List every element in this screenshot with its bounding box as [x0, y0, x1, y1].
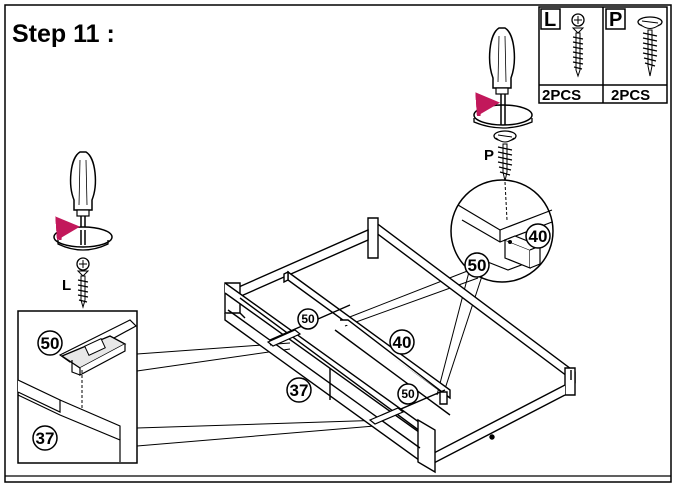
screw-guide-line: [504, 181, 508, 221]
frame-callouts: 50 40 37 50: [286, 308, 419, 405]
screwdriver-left: [53, 151, 113, 251]
hardware-l-quantity: 2PCS: [542, 87, 581, 104]
callout-frame-top-right: 50: [468, 256, 487, 275]
drawer-frame: [224, 217, 576, 474]
hardware-box: L 2PCS P 2PCS: [538, 6, 668, 104]
callout-frame-top-right-circle: [464, 252, 490, 278]
frame-brackets: [266, 329, 405, 425]
pan-head-screw-icon: [637, 16, 663, 77]
hardware-p-quantity: 2PCS: [611, 87, 650, 104]
rotation-arrow-right: [475, 92, 500, 117]
callout-inset-left-top: 50: [41, 334, 60, 353]
screw-label-p: P: [484, 147, 494, 164]
flat-head-screw-icon: [571, 13, 585, 78]
callout-frame-board-left: 50: [301, 312, 315, 326]
callout-frame-board-right: 50: [401, 387, 415, 401]
callout-inset-right: 40: [529, 227, 548, 246]
callout-frame-board-mid: 40: [393, 333, 412, 352]
screw-l-icon: [76, 257, 90, 309]
hardware-letter-p: P: [609, 9, 622, 31]
screw-label-l: L: [62, 277, 71, 294]
leader-lines-left: [136, 342, 388, 447]
hardware-letter-l: L: [544, 9, 556, 31]
step-title: Step 11 :: [12, 20, 115, 48]
screwdriver-right: [473, 27, 533, 129]
screw-p-icon: [493, 130, 517, 182]
callout-frame-front: 37: [290, 381, 309, 400]
page-border: [4, 4, 672, 483]
inset-left: 50 37: [17, 310, 138, 464]
rotation-arrow-left: [55, 216, 80, 241]
callout-inset-left-bottom: 37: [36, 429, 55, 448]
